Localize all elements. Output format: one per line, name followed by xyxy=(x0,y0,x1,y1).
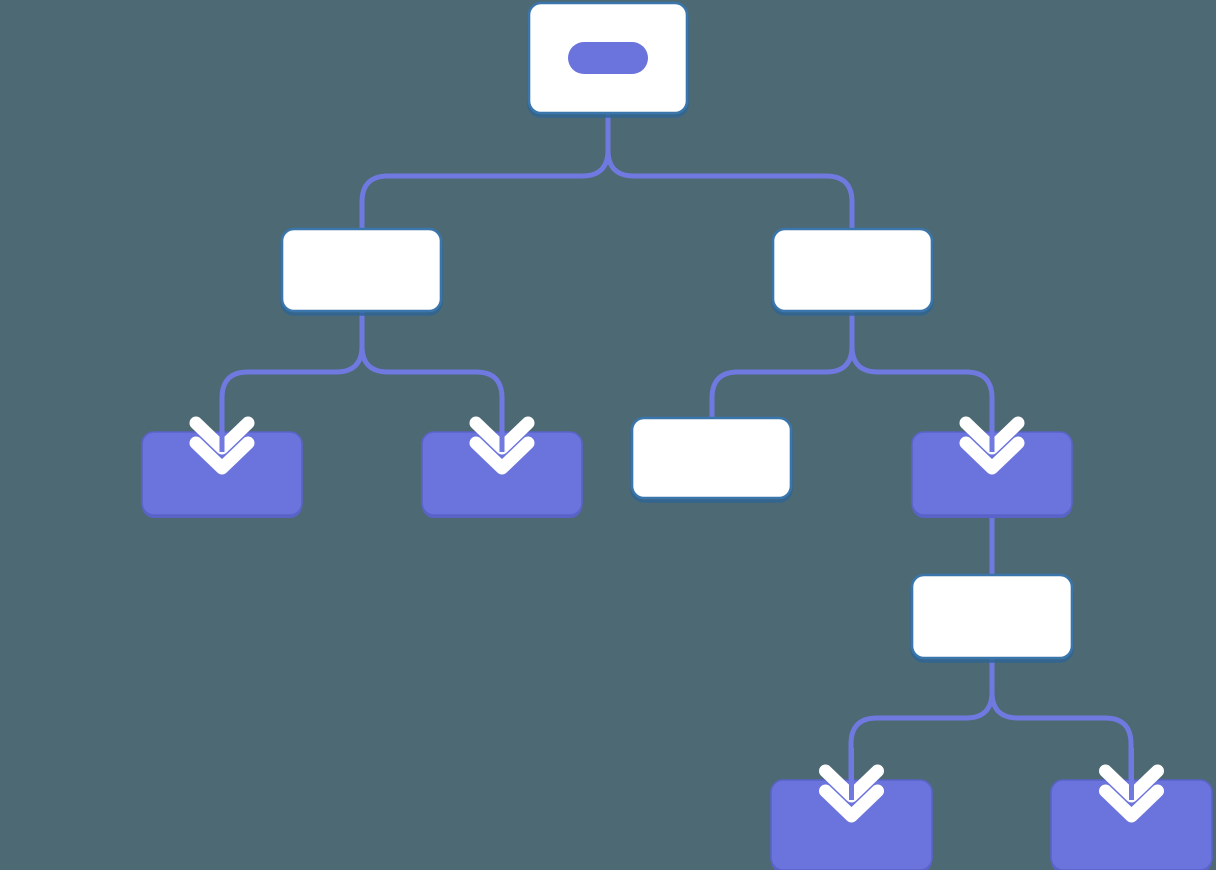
connector-e-root-L1left xyxy=(359,113,611,229)
node-body[interactable] xyxy=(280,227,443,313)
chevron-lower xyxy=(819,784,884,823)
connector-e-root-L1right xyxy=(605,113,855,229)
level4-leaf-b-node[interactable] xyxy=(1050,779,1213,870)
node-body[interactable] xyxy=(910,573,1074,660)
level1-right-node[interactable] xyxy=(771,227,934,316)
chevron-lower xyxy=(1099,784,1164,823)
level1-left-node[interactable] xyxy=(280,227,443,316)
node-body[interactable] xyxy=(771,227,934,313)
chevron-lower xyxy=(959,436,1025,475)
arrowhead-layer xyxy=(189,400,1164,823)
chevron-lower xyxy=(469,436,535,475)
connector-e-L1left-L2b xyxy=(359,311,505,449)
connector-e-L1left-L2a xyxy=(219,311,365,449)
connector-e-L3-L4b xyxy=(989,658,1134,797)
root-pill-badge xyxy=(568,42,648,74)
connector-e-L1right-L2c xyxy=(709,311,855,418)
node-body[interactable] xyxy=(630,416,793,500)
root-node[interactable] xyxy=(527,1,689,118)
level3-white-node[interactable] xyxy=(910,573,1074,663)
node-layer xyxy=(141,1,1213,870)
level4-leaf-a-node[interactable] xyxy=(770,779,933,870)
level2-white-leaf-node[interactable] xyxy=(630,416,793,503)
chevron-lower xyxy=(189,436,255,475)
connector-e-L3-L4a xyxy=(848,658,995,797)
connector-e-L1right-L2d xyxy=(849,311,995,449)
